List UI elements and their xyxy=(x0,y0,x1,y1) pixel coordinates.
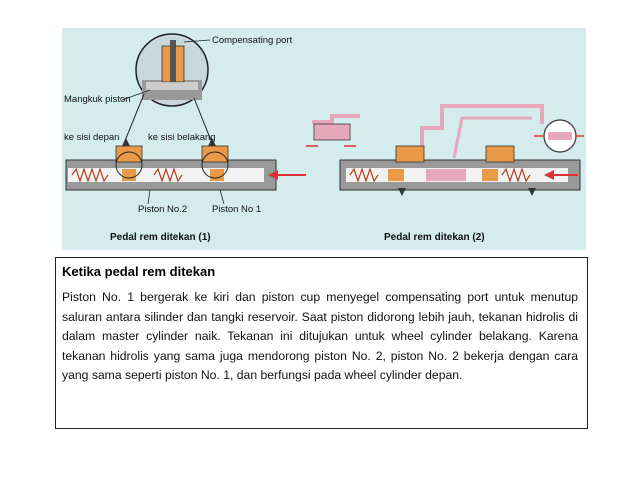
figure-drawing xyxy=(65,33,584,205)
magnified-detail xyxy=(135,33,209,107)
label-ke-sisi-belakang: ke sisi belakang xyxy=(148,132,216,143)
label-piston-no1: Piston No 1 xyxy=(212,204,262,215)
label-ke-sisi-depan: ke sisi depan xyxy=(64,132,120,143)
explanation-box: Ketika pedal rem ditekan Piston No. 1 be… xyxy=(55,257,588,429)
section-heading: Ketika pedal rem ditekan xyxy=(62,264,216,279)
caption-right: Pedal rem ditekan (2) xyxy=(384,232,485,243)
master-cylinder-right xyxy=(306,104,584,196)
brake-master-cylinder-figure: Compensating port Mangkuk piston ke sisi… xyxy=(62,28,586,250)
label-piston-no2: Piston No.2 xyxy=(138,204,188,215)
caption-left: Pedal rem ditekan (1) xyxy=(110,232,211,243)
master-cylinder-left xyxy=(65,138,306,205)
section-body: Piston No. 1 bergerak ke kiri dan piston… xyxy=(62,290,578,383)
label-mangkuk-piston: Mangkuk piston xyxy=(64,94,131,105)
label-compensating-port: Compensating port xyxy=(212,35,293,46)
